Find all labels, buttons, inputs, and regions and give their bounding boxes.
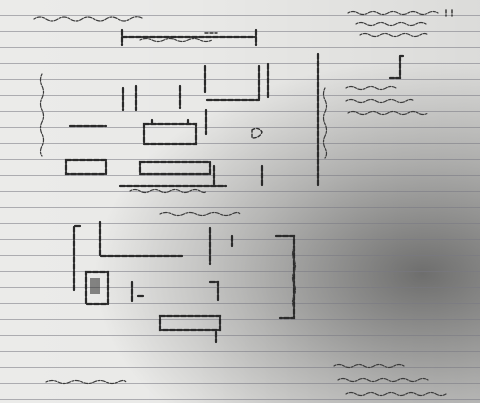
notes-bottom-right: [333, 363, 447, 397]
room-top-long: [120, 28, 258, 47]
scrawl-top-left: [33, 16, 143, 22]
rooms-center: [64, 118, 264, 217]
notes-right-middle: [345, 54, 429, 116]
scrawl-bottom-left: [45, 379, 127, 385]
walls-upper: [121, 52, 328, 188]
notes-top-right: [347, 9, 453, 38]
scrawl-left-vertical: [39, 73, 45, 157]
rooms-lower: [72, 220, 297, 344]
